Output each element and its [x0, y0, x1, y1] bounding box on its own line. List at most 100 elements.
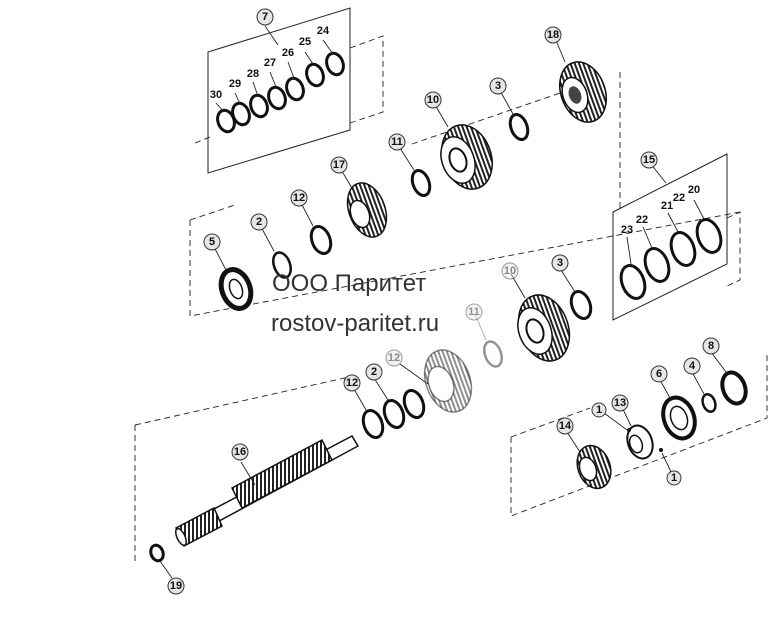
svg-text:19: 19: [170, 580, 182, 592]
synchronizer-10-upper: [433, 102, 493, 190]
snap-rings-20-23: [619, 199, 723, 300]
ring-12-upper: [299, 200, 333, 256]
callout-12-lower-gear: 12: [385, 349, 403, 367]
svg-text:28: 28: [247, 68, 259, 80]
callout-11-lower: 11: [465, 303, 483, 321]
svg-text:23: 23: [621, 224, 633, 236]
svg-text:29: 29: [229, 78, 241, 90]
svg-text:15: 15: [643, 154, 655, 166]
callout-23: 23: [621, 224, 633, 236]
ring-11-upper: [397, 144, 432, 198]
svg-text:11: 11: [468, 306, 480, 318]
svg-text:13: 13: [614, 397, 626, 409]
callout-15: 15: [640, 151, 658, 169]
callout-20: 20: [688, 184, 700, 196]
callout-10-lower: 10: [501, 262, 519, 280]
svg-text:17: 17: [333, 159, 345, 171]
svg-text:12: 12: [293, 192, 305, 204]
svg-text:7: 7: [262, 11, 268, 23]
callout-19: 19: [167, 577, 185, 595]
svg-text:12: 12: [388, 352, 400, 364]
svg-text:3: 3: [495, 80, 501, 92]
callout-17: 17: [330, 156, 348, 174]
svg-text:20: 20: [688, 184, 700, 196]
ring-8: [710, 351, 748, 406]
svg-text:10: 10: [427, 94, 439, 106]
group-box-7: [194, 7, 384, 174]
callout-5: 5: [203, 233, 221, 251]
bearing-6: [659, 379, 697, 441]
callout-2-upper: 2: [250, 213, 268, 231]
svg-text:4: 4: [689, 360, 696, 372]
callout-22a: 22: [636, 214, 648, 226]
bearing-5: [212, 244, 254, 311]
svg-text:24: 24: [317, 25, 330, 37]
gear-17: [339, 167, 388, 238]
callout-28: 28: [247, 68, 259, 80]
ring-3-upper: [498, 88, 530, 142]
callout-4: 4: [683, 357, 701, 375]
svg-text:18: 18: [547, 29, 559, 41]
synchronizer-10-lower: [510, 273, 571, 362]
callout-21: 21: [661, 200, 673, 212]
callout-13: 13: [611, 394, 629, 412]
svg-text:14: 14: [559, 420, 572, 432]
svg-text:25: 25: [299, 36, 311, 48]
watermark-company-name: ООО Паритет: [272, 270, 427, 297]
gear-14: [566, 431, 612, 490]
svg-text:16: 16: [234, 446, 246, 458]
svg-text:2: 2: [256, 216, 262, 228]
callout-2-lower: 2: [365, 363, 383, 381]
svg-text:6: 6: [656, 368, 662, 380]
svg-text:11: 11: [391, 136, 403, 148]
callout-27: 27: [264, 57, 276, 69]
svg-text:1: 1: [596, 404, 602, 416]
svg-text:22: 22: [673, 192, 685, 204]
svg-text:27: 27: [264, 57, 276, 69]
svg-text:26: 26: [282, 47, 294, 59]
callout-1-upper: 1: [591, 402, 607, 418]
group-lower-right-dashed: [510, 353, 768, 517]
group-shaft-dashed: [134, 374, 359, 562]
callout-11-upper: 11: [388, 133, 406, 151]
callout-10-upper: 10: [424, 91, 442, 109]
main-shaft-16: [174, 435, 360, 548]
group-middle-dashed: [189, 72, 741, 317]
callout-3-upper: 3: [489, 77, 507, 95]
ring-4: [691, 371, 717, 413]
ring-11-lower: [474, 313, 503, 368]
watermark-website: rostov-paritet.ru: [271, 310, 440, 337]
svg-text:30: 30: [210, 89, 222, 101]
svg-text:21: 21: [661, 200, 673, 212]
callout-12-upper: 12: [290, 189, 308, 207]
svg-text:22: 22: [636, 214, 648, 226]
svg-text:8: 8: [708, 340, 714, 352]
callout-26: 26: [282, 47, 294, 59]
callout-8: 8: [702, 337, 720, 355]
callouts: 7 30 29 28 27 26 25 24 18 3 10 11 17 12 …: [167, 8, 720, 595]
svg-text:10: 10: [504, 265, 516, 277]
callout-16: 16: [231, 443, 249, 461]
callout-30: 30: [210, 89, 222, 101]
callout-24: 24: [317, 25, 330, 37]
callout-12-lower-ring: 12: [343, 374, 361, 392]
callout-7: 7: [256, 8, 274, 26]
svg-text:3: 3: [557, 257, 563, 269]
callout-6: 6: [650, 365, 668, 383]
svg-text:1: 1: [671, 472, 677, 484]
ring-19: [149, 543, 173, 579]
callout-29: 29: [229, 78, 241, 90]
svg-text:5: 5: [209, 236, 215, 248]
snap-rings-24-30: [215, 39, 345, 134]
gear-18: [554, 37, 607, 123]
rings-12-2-lower: [353, 377, 426, 440]
callout-25: 25: [299, 36, 311, 48]
ring-3-lower: [560, 269, 593, 321]
svg-text:12: 12: [346, 377, 358, 389]
svg-text:2: 2: [371, 366, 377, 378]
callout-1-lower: 1: [666, 470, 682, 486]
callout-14: 14: [556, 417, 574, 435]
gear-12-lower: [399, 349, 473, 413]
callout-22b: 22: [673, 192, 685, 204]
